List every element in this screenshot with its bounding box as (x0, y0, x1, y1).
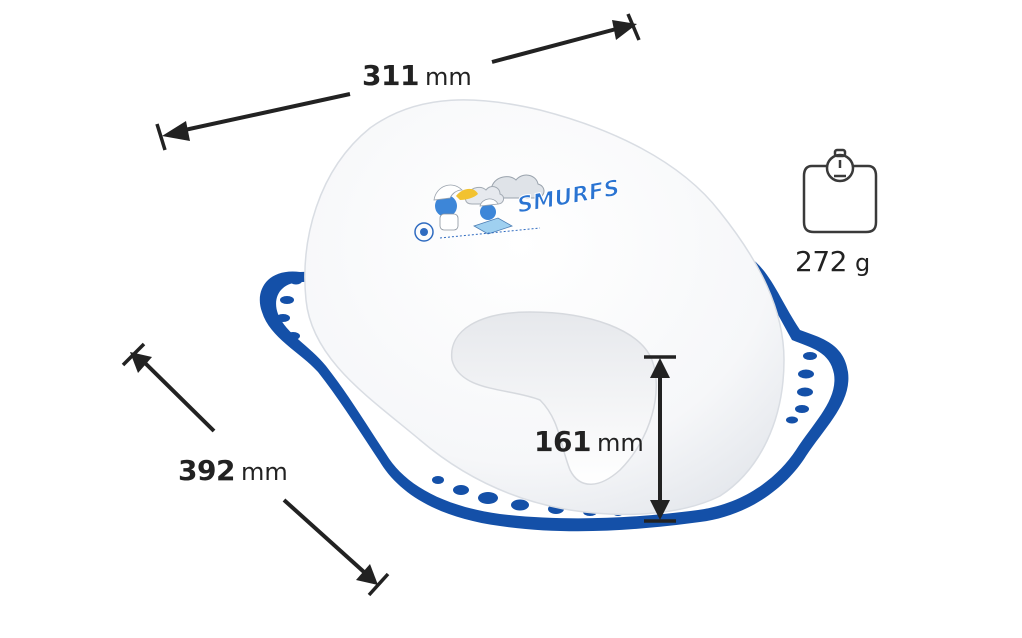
width-unit: mm (424, 63, 472, 91)
weight-value: 272 (795, 245, 847, 278)
depth-dimension-arrow (121, 342, 390, 597)
depth-value: 392 (178, 454, 235, 487)
width-dimension-arrow (155, 13, 641, 151)
seat-body (304, 99, 785, 516)
width-value: 311 (362, 59, 419, 92)
depth-unit: mm (240, 458, 288, 486)
smurfs-decal (414, 174, 545, 242)
height-dimension-arrow (644, 355, 676, 523)
smurf-character-icon (435, 195, 457, 217)
height-unit: mm (596, 429, 644, 457)
scale-weight-icon (802, 148, 878, 234)
height-value: 161 (534, 425, 591, 458)
weight-unit: g (854, 249, 871, 277)
rim-dots (276, 277, 817, 516)
smurf-character-icon (480, 204, 496, 220)
badge-icon (414, 222, 434, 242)
